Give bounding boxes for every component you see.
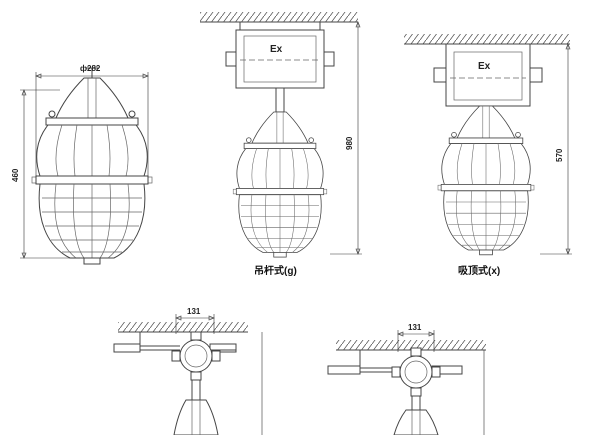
figure-1-pendant-lamp (31, 67, 153, 265)
figure-5-lamp-top (393, 395, 439, 435)
figure-2-pendant-rod (275, 87, 285, 113)
figure-3-height-label: 570 (555, 148, 564, 162)
figure-4-round-junction-box (171, 331, 221, 381)
figure-3-ex-marking: Ex (478, 61, 491, 72)
figure-1-width-label: ф282 (80, 64, 101, 73)
figure-2-ex-marking: Ex (270, 44, 283, 55)
figure-5-width-label: 131 (408, 323, 422, 332)
figure-3-lamp (437, 105, 535, 256)
figure-4-width-label: 131 (187, 307, 201, 316)
figure-1-height-label: 460 (11, 168, 20, 182)
figure-4-bracket (113, 332, 237, 353)
figure-1-height-dimension: 460 (11, 89, 80, 259)
figure-4-width-dimension: 131 (175, 307, 215, 334)
figure-4-ceiling (118, 322, 248, 333)
figure-3-junction-box: Ex (433, 43, 543, 107)
figure-3-caption: 吸顶式(x) (458, 264, 500, 277)
figure-3-height-dimension: 570 (540, 43, 572, 255)
figure-1-width-dimension: ф282 (35, 64, 149, 184)
figure-2-caption: 吊杆式(g) (254, 264, 297, 277)
figure-2-height-dimension: 980 (330, 21, 362, 255)
figure-5-width-dimension: 131 (397, 323, 435, 352)
figure-2-height-label: 980 (345, 136, 354, 150)
figure-3-ceiling (404, 34, 570, 45)
figure-2-ceiling (200, 12, 358, 23)
figure-4-lamp-top (173, 379, 219, 435)
figure-5-round-junction-box (391, 347, 441, 397)
figure-2-lamp (232, 111, 328, 258)
figure-2-junction-box: Ex (225, 22, 335, 89)
